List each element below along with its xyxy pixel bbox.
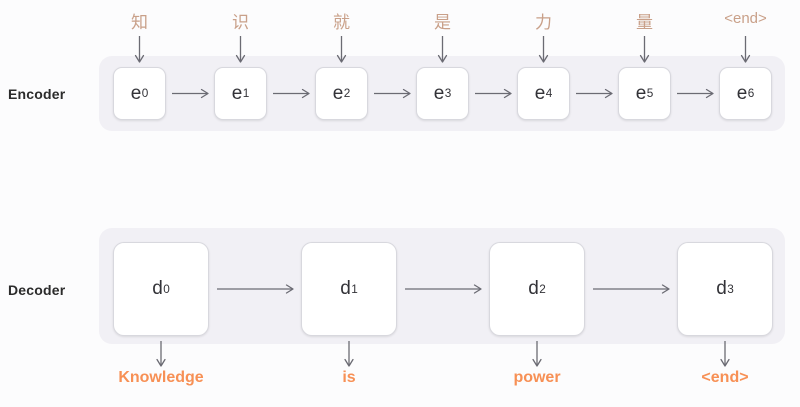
cell-base: d (716, 278, 727, 299)
decoder-output-arrow (156, 341, 166, 367)
cell-base: e (332, 82, 344, 104)
decoder-output-token: power (513, 369, 561, 386)
cell-subscript: 1 (351, 282, 358, 296)
cell-base: e (130, 82, 142, 104)
cell-base: d (340, 278, 351, 299)
cell-base: e (635, 82, 647, 104)
cell-subscript: 2 (539, 282, 546, 296)
cell-base: e (433, 82, 445, 104)
encoder-input-token: 就 (333, 13, 350, 32)
cell-base: e (534, 82, 546, 104)
decoder-output-arrow (344, 341, 354, 367)
cell-base: d (152, 278, 163, 299)
decoder-output-arrow (532, 341, 542, 367)
decoder-row-label: Decoder (8, 282, 66, 298)
cell-subscript: 3 (444, 87, 452, 100)
decoder-output-token: is (342, 369, 356, 386)
cell-base: d (528, 278, 539, 299)
decoder-output-token: <end> (701, 369, 749, 386)
encoder-input-token: 是 (434, 13, 451, 32)
decoder-panel (99, 228, 785, 344)
cell-subscript: 0 (141, 87, 149, 100)
encoder-input-token: 知 (131, 13, 148, 32)
encoder-input-token: <end> (724, 10, 767, 27)
cell-subscript: 5 (646, 87, 654, 100)
cell-subscript: 0 (163, 282, 170, 296)
encoder-input-token: 力 (535, 13, 552, 32)
cell-subscript: 2 (343, 87, 351, 100)
cell-base: e (736, 82, 748, 104)
cell-subscript: 6 (747, 87, 755, 100)
encoder-input-token: 识 (232, 13, 249, 32)
cell-subscript: 4 (545, 87, 553, 100)
cell-base: e (231, 82, 243, 104)
encoder-row-label: Encoder (8, 86, 66, 102)
decoder-output-token: Knowledge (118, 369, 204, 386)
cell-subscript: 1 (242, 87, 250, 100)
cell-subscript: 3 (727, 282, 734, 296)
decoder-output-arrow (720, 341, 730, 367)
encoder-input-token: 量 (636, 13, 653, 32)
